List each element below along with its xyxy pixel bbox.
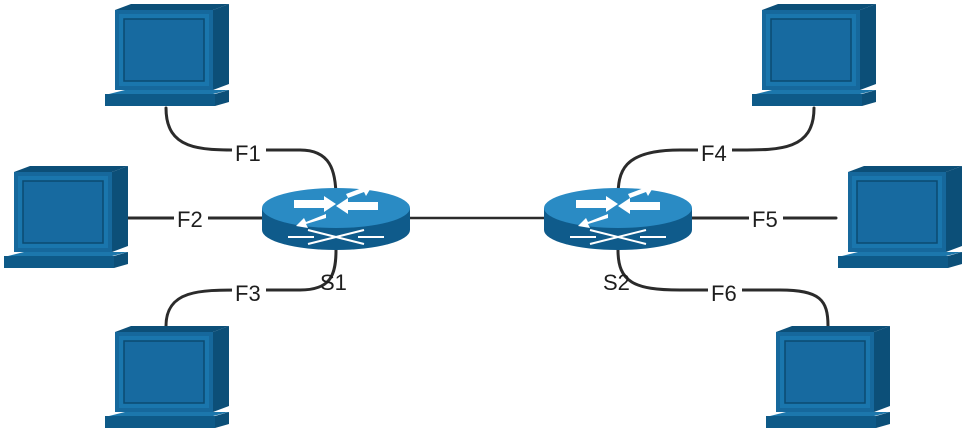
link-label-f6: F6	[711, 281, 737, 306]
link-label-f3: F3	[235, 281, 261, 306]
switch-label-s1: S1	[320, 270, 347, 295]
computer-icon-pc4	[751, 3, 877, 107]
link-label-f2: F2	[177, 207, 203, 232]
link-label-f1: F1	[235, 141, 261, 166]
link-f6	[616, 248, 830, 328]
switch-s2	[543, 183, 693, 251]
computer-icon-pc2	[3, 165, 129, 269]
switch-label-s2: S2	[603, 270, 630, 295]
computer-icon-pc5	[837, 165, 963, 269]
computer-icon-pc6	[765, 325, 891, 429]
link-label-f5: F5	[752, 207, 778, 232]
switch-s1	[261, 183, 411, 251]
link-label-f4: F4	[701, 141, 727, 166]
computer-icon-pc1	[104, 3, 230, 107]
computer-icon-pc3	[104, 325, 230, 429]
